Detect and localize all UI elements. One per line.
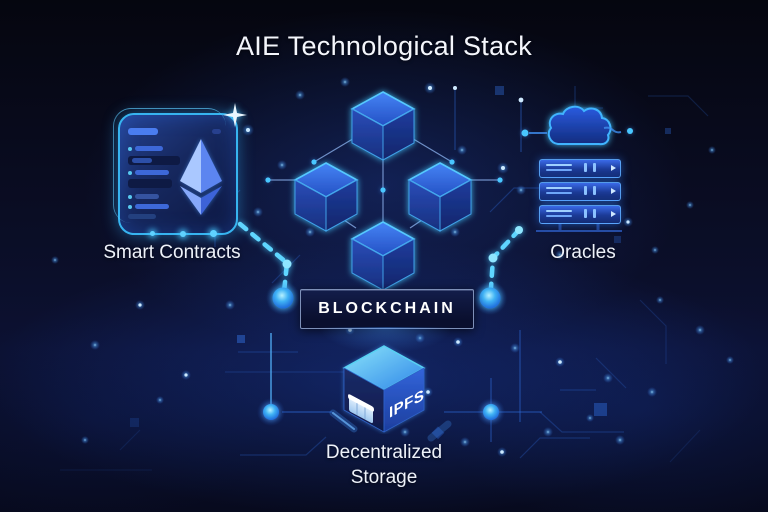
cloud-icon [547,105,612,146]
smart-contract-tablet-ethereum-icon [113,103,247,237]
server-rack-3 [539,205,621,224]
smart-contracts-label: Smart Contracts [103,242,241,263]
card-header-pill [128,128,158,135]
cube-left [293,162,359,232]
ethereum-icon [180,139,222,215]
cube-right [407,162,473,232]
oracles-label: Oracles [550,242,616,263]
edge-dot [180,231,186,237]
page-title: AIE Technological Stack [235,31,533,61]
storage-box-icon [348,394,374,423]
cube-bottom [350,221,416,291]
connector-left-endpoint [272,287,294,309]
edge-dot [150,231,155,236]
server-rack-1 [539,159,621,178]
blockchain-box: BLOCKCHAIN [300,289,474,329]
decentralized-storage-label: Decentralized Storage [325,442,443,488]
cube-top [350,91,416,161]
particle-dots [51,77,734,457]
sparkle-icon [223,103,247,127]
ipfs-cube-icon: IPFS [342,345,426,433]
server-rack-2 [539,182,621,201]
edge-dot [210,230,217,237]
connector-right-endpoint [479,287,501,309]
blockchain-label: BLOCKCHAIN [318,300,456,317]
card-header-dot [212,129,221,134]
